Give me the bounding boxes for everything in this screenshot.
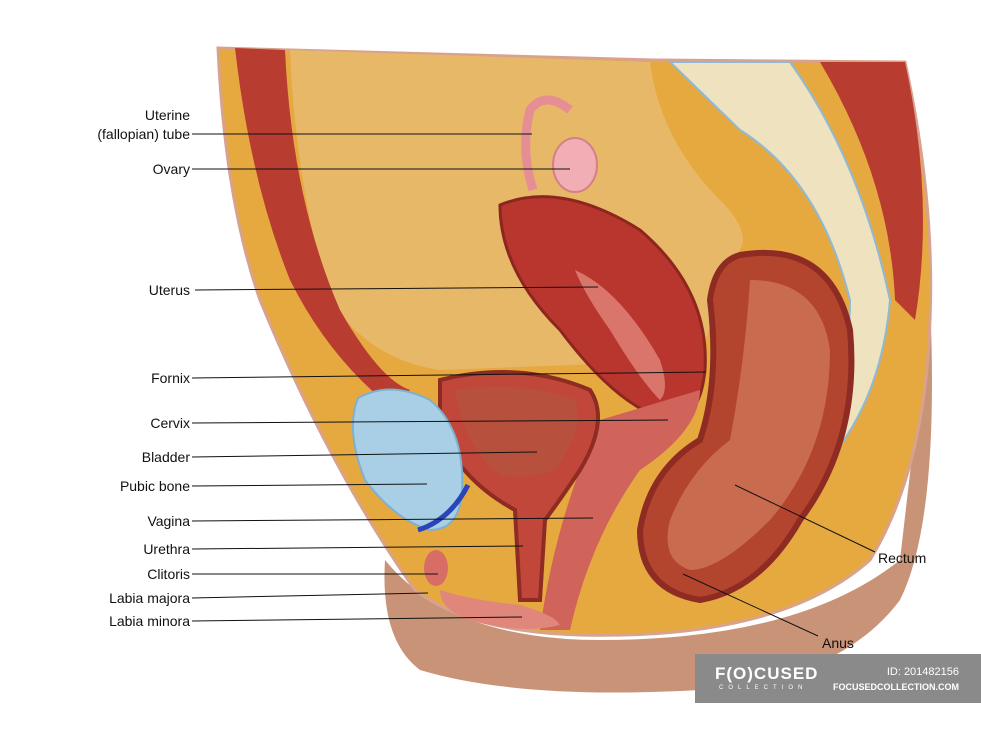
label-ovary: Ovary (153, 161, 190, 177)
labia-shape (440, 590, 560, 629)
back-muscle (820, 62, 923, 320)
label-clitoris: Clitoris (147, 566, 190, 582)
label-bladder: Bladder (142, 449, 191, 465)
watermark-collection: COLLECTION (719, 685, 808, 691)
label-fornix: Fornix (151, 370, 190, 386)
label-uterine-tube-line1: Uterine (145, 107, 190, 123)
abdominal-muscle (235, 48, 410, 410)
clitoris-shape (424, 550, 448, 586)
label-pubic-bone: Pubic bone (120, 478, 190, 494)
label-labia-majora: Labia majora (109, 590, 190, 606)
label-anus: Anus (822, 635, 854, 651)
vagina-shape (540, 390, 700, 630)
label-uterine-tube-line2: (fallopian) tube (97, 126, 190, 142)
bladder-lumen (455, 386, 578, 477)
label-labia-minora: Labia minora (109, 613, 190, 629)
label-uterus: Uterus (149, 282, 190, 298)
pubic-bone-shape (351, 388, 464, 532)
label-vagina: Vagina (147, 513, 190, 529)
watermark-url: FOCUSEDCOLLECTION.COM (833, 682, 959, 692)
ovary-shape (552, 137, 598, 193)
label-rectum: Rectum (878, 550, 926, 566)
skin-base (384, 300, 932, 693)
uterine-cavity (575, 270, 665, 400)
label-urethra: Urethra (143, 541, 190, 557)
watermark-id: ID: 201482156 (886, 666, 959, 678)
watermark-logo: F(O)CUSED (715, 664, 819, 683)
ligament (417, 483, 471, 533)
leader-lines (191, 133, 876, 637)
label-cervix: Cervix (150, 415, 190, 431)
rectum-lumen (667, 280, 830, 570)
watermark-banner: F(O)CUSED COLLECTION ID: 201482156 FOCUS… (695, 654, 981, 703)
